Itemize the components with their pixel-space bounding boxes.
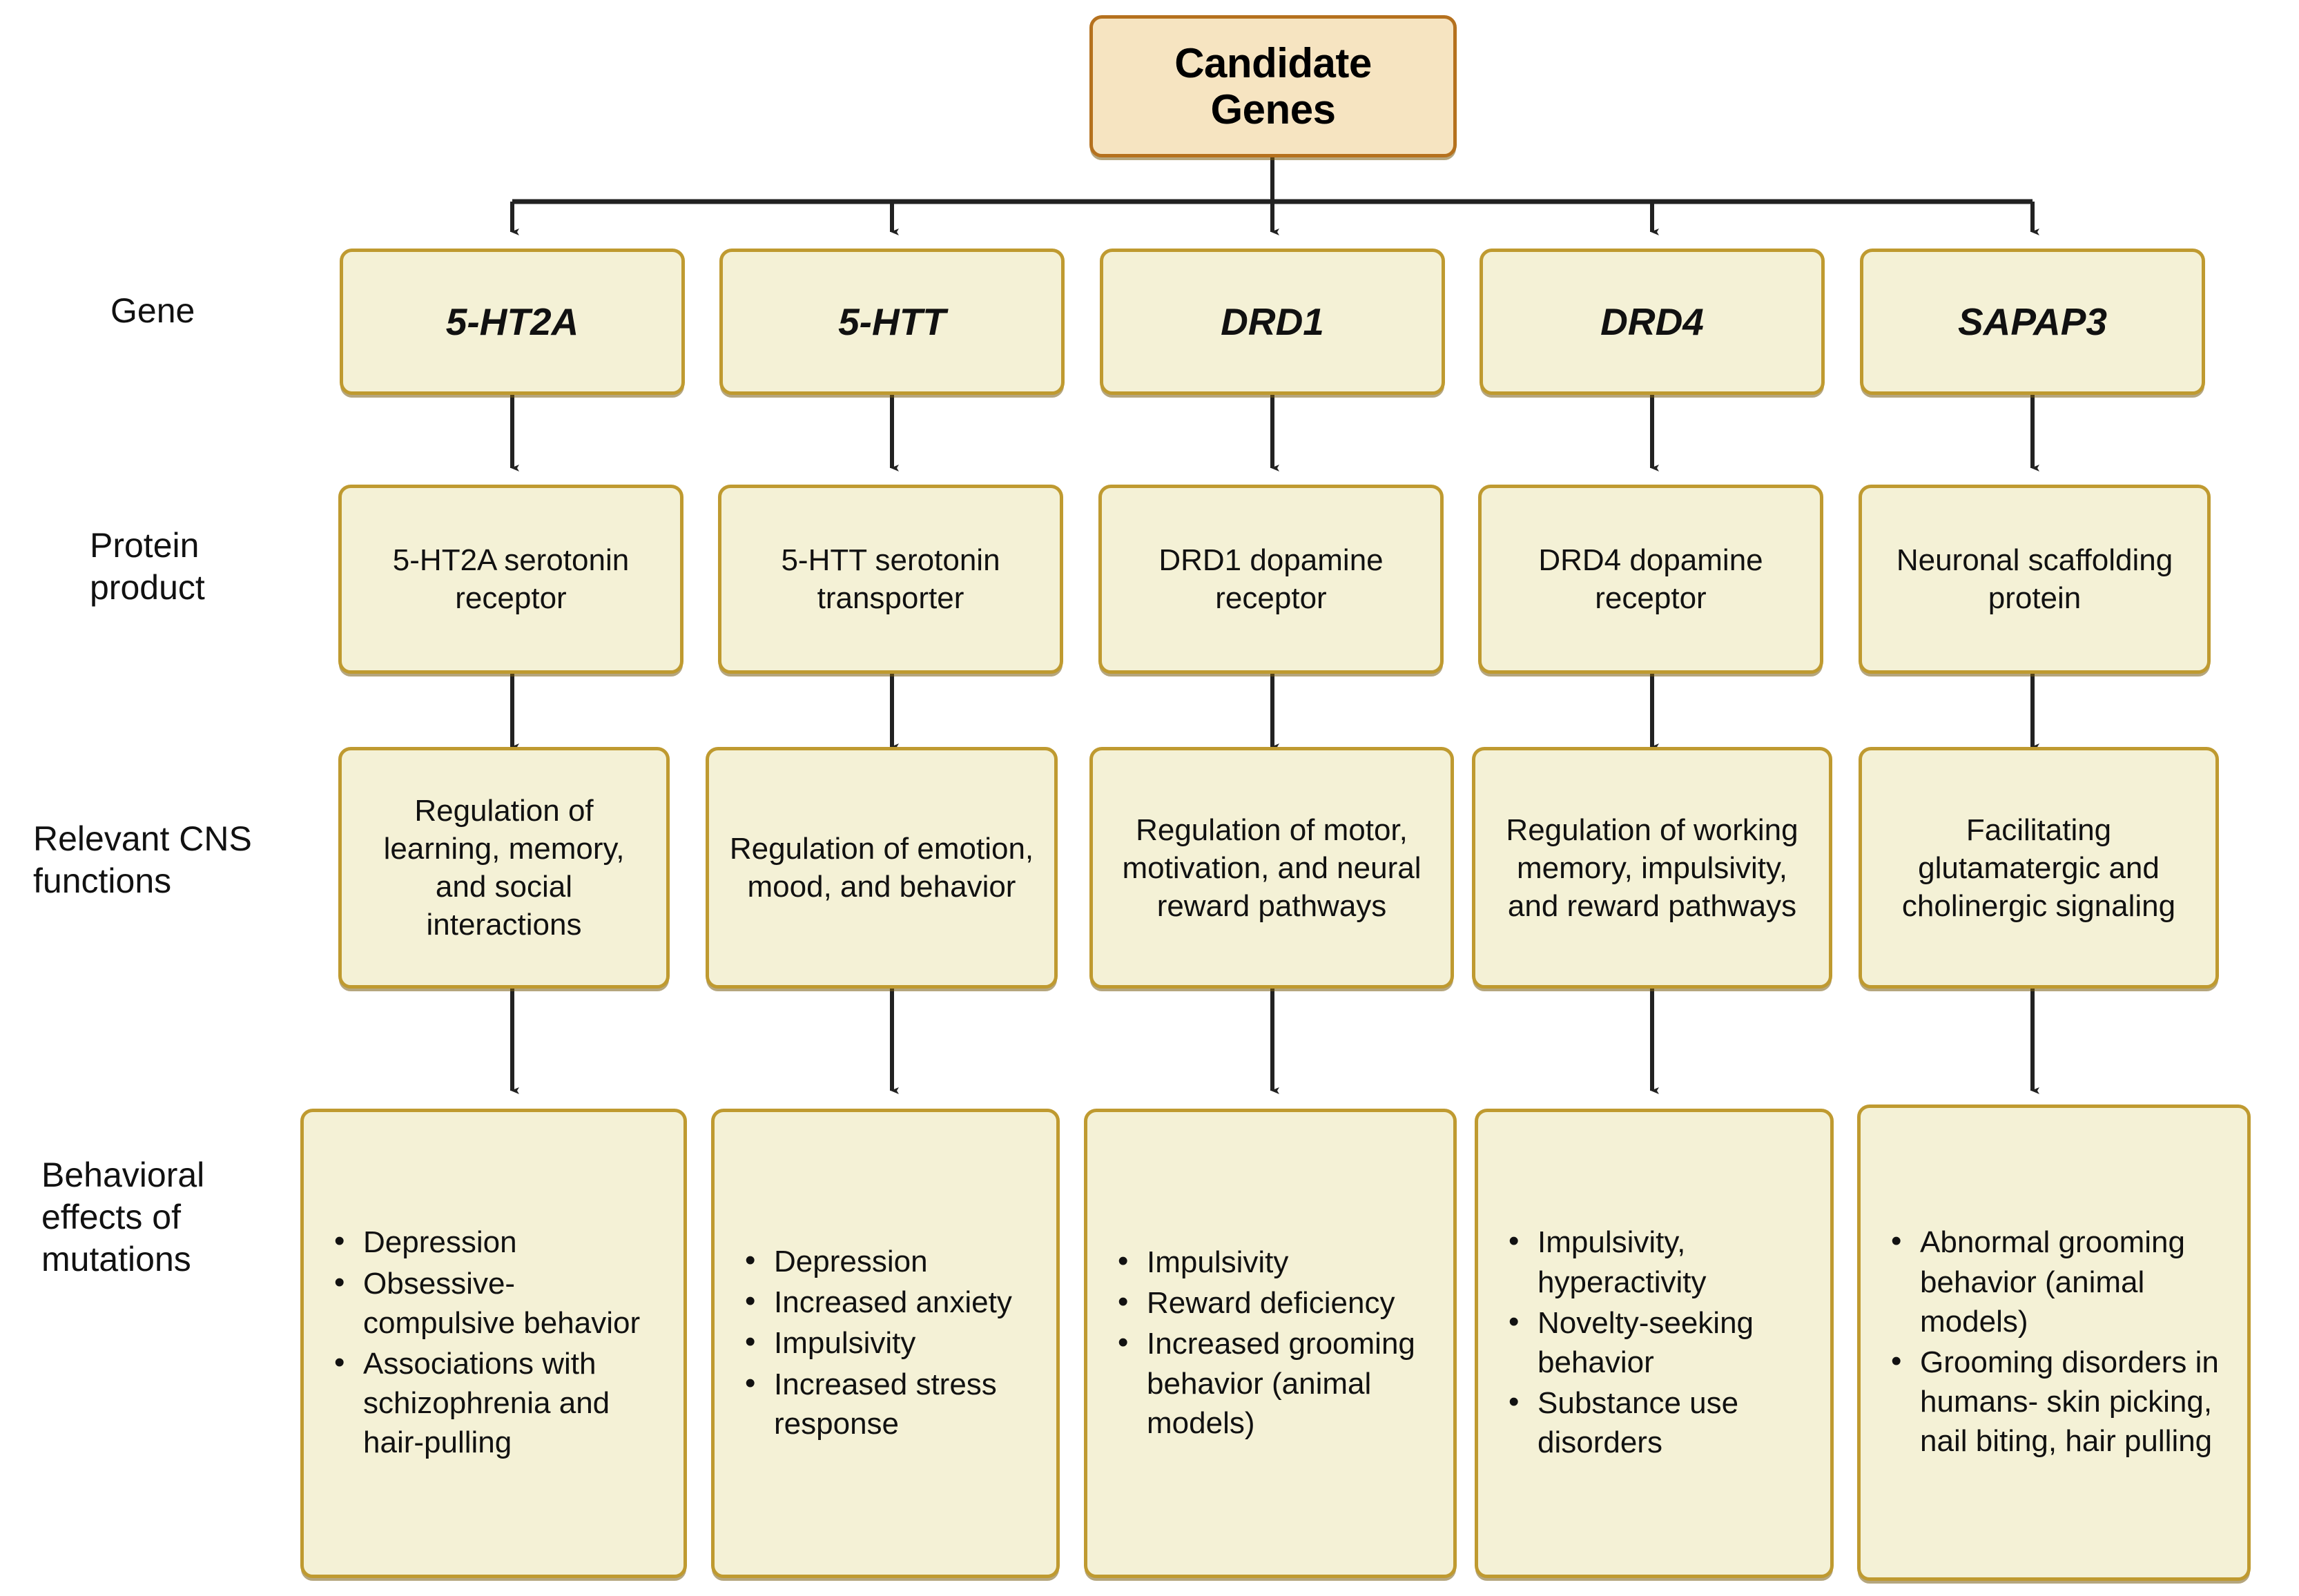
gene-box-2[interactable]: 5-HTT <box>719 249 1065 395</box>
list-item: Reward deficiency <box>1118 1282 1435 1323</box>
cns-box-2[interactable]: Regulation of emotion, mood, and behavio… <box>706 747 1058 989</box>
protein-box-3[interactable]: DRD1 dopamine receptor <box>1098 485 1444 674</box>
gene-label-1: 5-HT2A <box>445 300 579 343</box>
behavior-box-5[interactable]: Abnormal grooming behavior (animal model… <box>1857 1104 2251 1581</box>
list-item: Increased anxiety <box>745 1281 1038 1322</box>
row-label-cns: Relevant CNS functions <box>33 818 323 902</box>
list-item: Impulsivity <box>1118 1241 1435 1282</box>
behavior-box-1[interactable]: DepressionObsessive-compulsive behaviorA… <box>300 1109 687 1578</box>
row-label-protein: Protein product <box>90 525 338 609</box>
root-node-candidate-genes[interactable]: Candidate Genes <box>1089 15 1457 157</box>
cns-box-5[interactable]: Facilitating glutamatergic and cholinerg… <box>1859 747 2219 989</box>
list-item: Impulsivity, hyperactivity <box>1509 1221 1812 1301</box>
list-item: Associations with schizophrenia and hair… <box>334 1343 666 1463</box>
protein-box-1[interactable]: 5-HT2A serotonin receptor <box>338 485 683 674</box>
behavior-list-2: DepressionIncreased anxietyImpulsivityIn… <box>715 1240 1056 1445</box>
row-label-behavior-text: Behavioral effects of mutations <box>41 1156 205 1278</box>
gene-label-2: 5-HTT <box>838 300 946 343</box>
protein-box-2[interactable]: 5-HTT serotonin transporter <box>718 485 1063 674</box>
behavior-list-3: ImpulsivityReward deficiencyIncreased gr… <box>1087 1241 1453 1444</box>
gene-box-5[interactable]: SAPAP3 <box>1860 249 2205 395</box>
row-label-cns-text: Relevant CNS functions <box>33 819 252 900</box>
protein-label-5: Neuronal scaffolding protein <box>1896 543 2173 615</box>
list-item: Grooming disorders in humans- skin picki… <box>1891 1341 2229 1461</box>
list-item: Obsessive-compulsive behavior <box>334 1263 666 1343</box>
list-item: Increased grooming behavior (animal mode… <box>1118 1323 1435 1443</box>
gene-box-3[interactable]: DRD1 <box>1100 249 1445 395</box>
gene-label-4: DRD4 <box>1600 300 1704 343</box>
root-node-label: Candidate Genes <box>1174 39 1372 133</box>
protein-label-1: 5-HT2A serotonin receptor <box>392 543 630 615</box>
cns-label-4: Regulation of working memory, impulsivit… <box>1506 812 1798 923</box>
gene-label-3: DRD1 <box>1221 300 1324 343</box>
protein-label-3: DRD1 dopamine receptor <box>1158 543 1384 615</box>
protein-box-4[interactable]: DRD4 dopamine receptor <box>1478 485 1823 674</box>
row-label-protein-text: Protein product <box>90 526 205 607</box>
cns-label-1: Regulation of learning, memory, and soci… <box>383 794 625 942</box>
gene-box-1[interactable]: 5-HT2A <box>340 249 685 395</box>
list-item: Substance use disorders <box>1509 1382 1812 1462</box>
cns-box-4[interactable]: Regulation of working memory, impulsivit… <box>1472 747 1832 989</box>
behavior-box-2[interactable]: DepressionIncreased anxietyImpulsivityIn… <box>711 1109 1060 1578</box>
row-label-gene-text: Gene <box>110 291 195 330</box>
list-item: Increased stress response <box>745 1363 1038 1443</box>
cns-label-2: Regulation of emotion, mood, and behavio… <box>729 832 1034 904</box>
cns-box-3[interactable]: Regulation of motor, motivation, and neu… <box>1089 747 1454 989</box>
list-item: Novelty-seeking behavior <box>1509 1302 1812 1382</box>
behavior-list-4: Impulsivity, hyperactivityNovelty-seekin… <box>1478 1221 1830 1463</box>
gene-label-5: SAPAP3 <box>1958 300 2107 343</box>
list-item: Abnormal grooming behavior (animal model… <box>1891 1221 2229 1341</box>
row-label-behavior: Behavioral effects of mutations <box>41 1154 318 1281</box>
list-item: Depression <box>745 1240 1038 1281</box>
behavior-list-5: Abnormal grooming behavior (animal model… <box>1861 1221 2247 1462</box>
list-item: Impulsivity <box>745 1322 1038 1363</box>
cns-box-1[interactable]: Regulation of learning, memory, and soci… <box>338 747 670 989</box>
behavior-box-4[interactable]: Impulsivity, hyperactivityNovelty-seekin… <box>1475 1109 1834 1578</box>
cns-label-3: Regulation of motor, motivation, and neu… <box>1122 812 1422 923</box>
behavior-list-1: DepressionObsessive-compulsive behaviorA… <box>304 1221 683 1463</box>
gene-box-4[interactable]: DRD4 <box>1480 249 1825 395</box>
cns-label-5: Facilitating glutamatergic and cholinerg… <box>1901 812 2176 923</box>
list-item: Depression <box>334 1221 666 1262</box>
row-label-gene: Gene <box>110 290 359 332</box>
behavior-box-3[interactable]: ImpulsivityReward deficiencyIncreased gr… <box>1084 1109 1457 1578</box>
protein-box-5[interactable]: Neuronal scaffolding protein <box>1859 485 2211 674</box>
protein-label-4: DRD4 dopamine receptor <box>1538 543 1763 615</box>
protein-label-2: 5-HTT serotonin transporter <box>781 543 1000 615</box>
